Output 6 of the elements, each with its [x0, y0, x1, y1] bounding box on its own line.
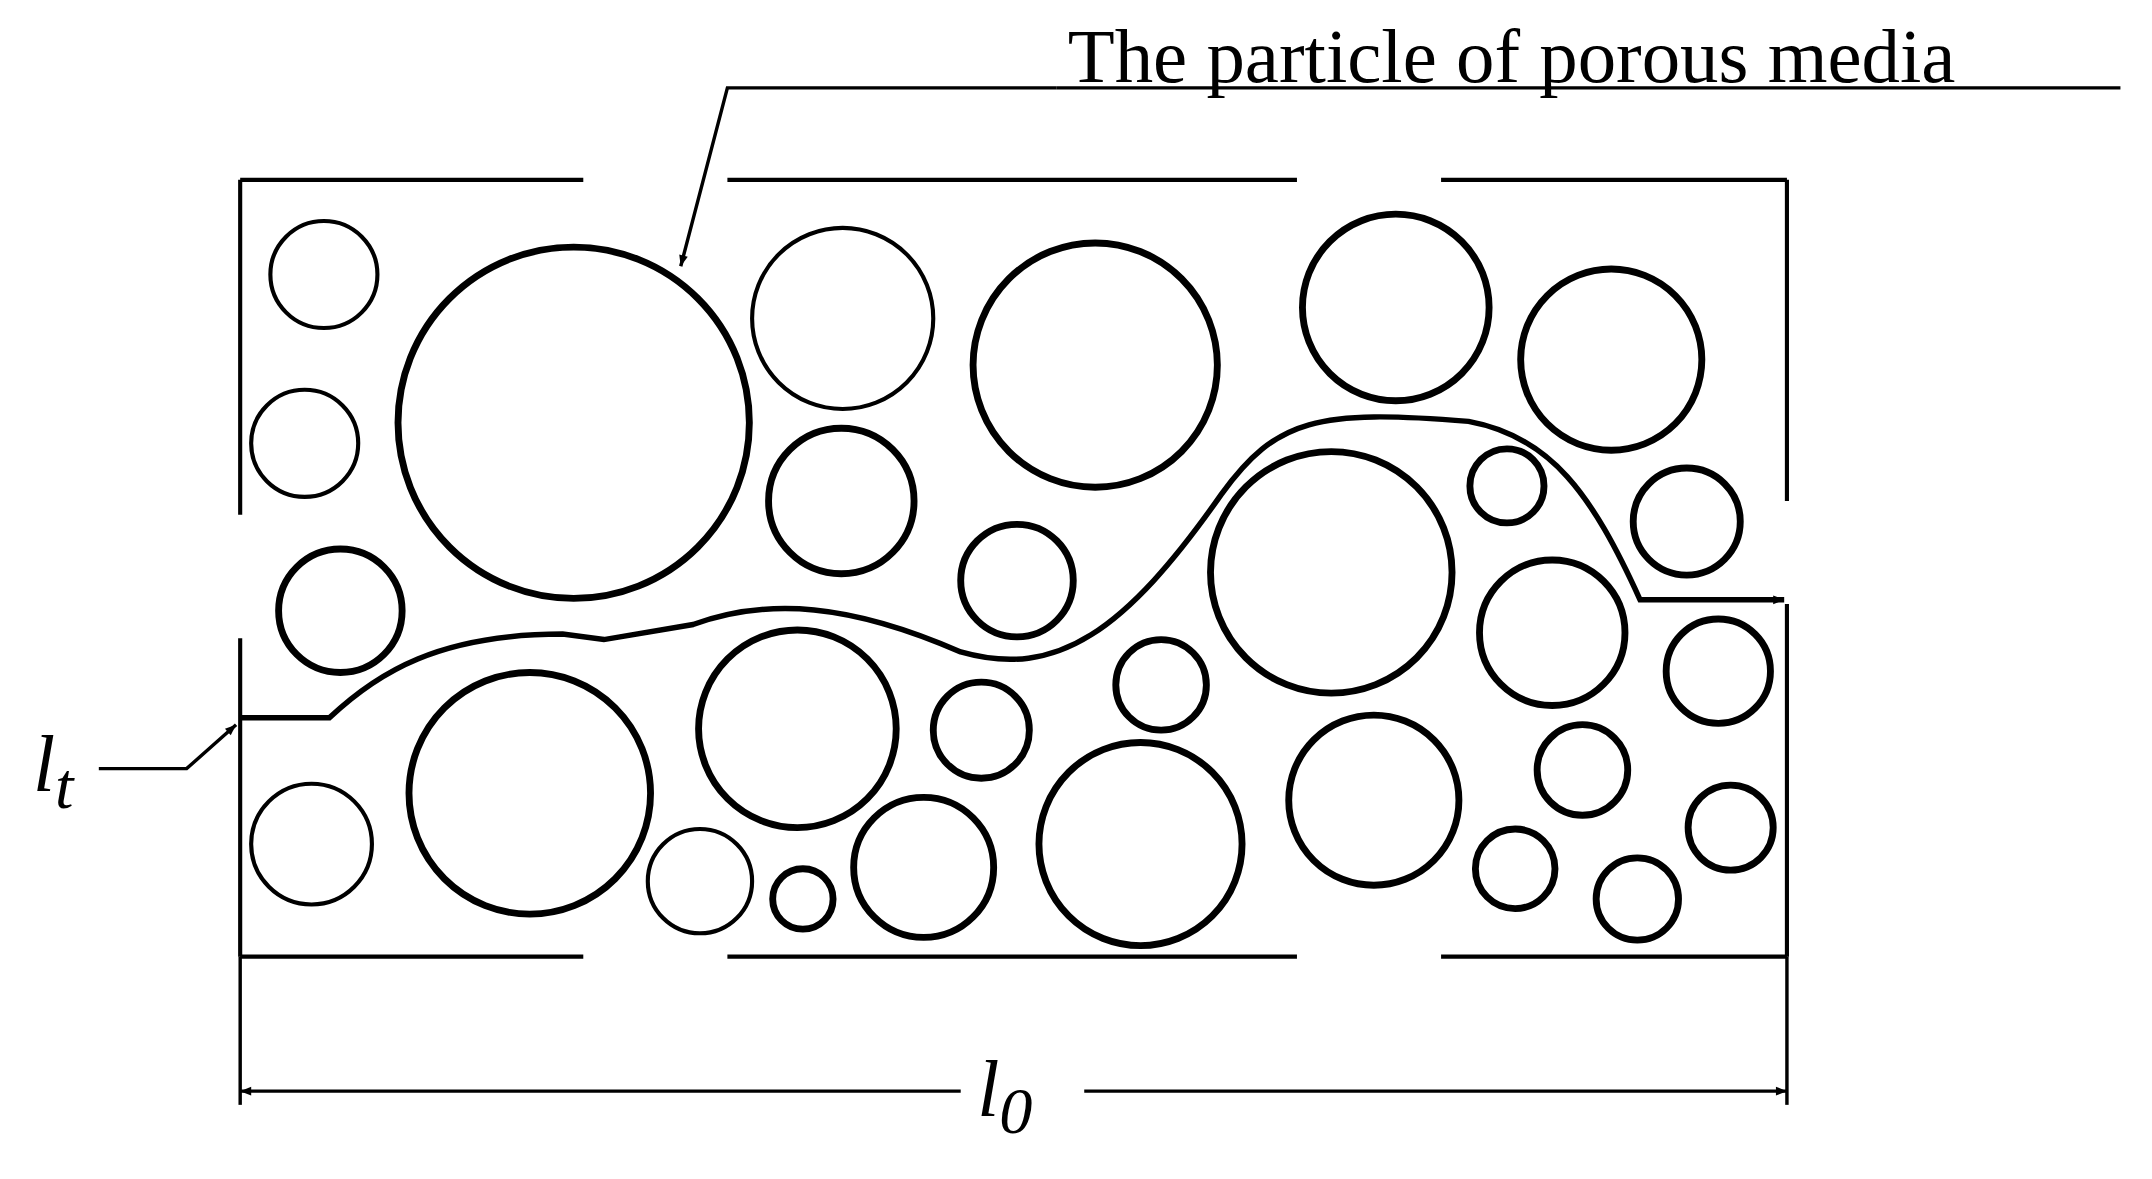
callout-label: The particle of porous media	[1067, 19, 1956, 97]
path-length-label: l$_{t}$	[32, 724, 74, 819]
particle-circle	[394, 243, 753, 602]
leader-line	[98, 723, 238, 771]
dimension-label: l$_{0}$	[977, 1049, 1033, 1145]
leader-line	[679, 86, 1057, 267]
